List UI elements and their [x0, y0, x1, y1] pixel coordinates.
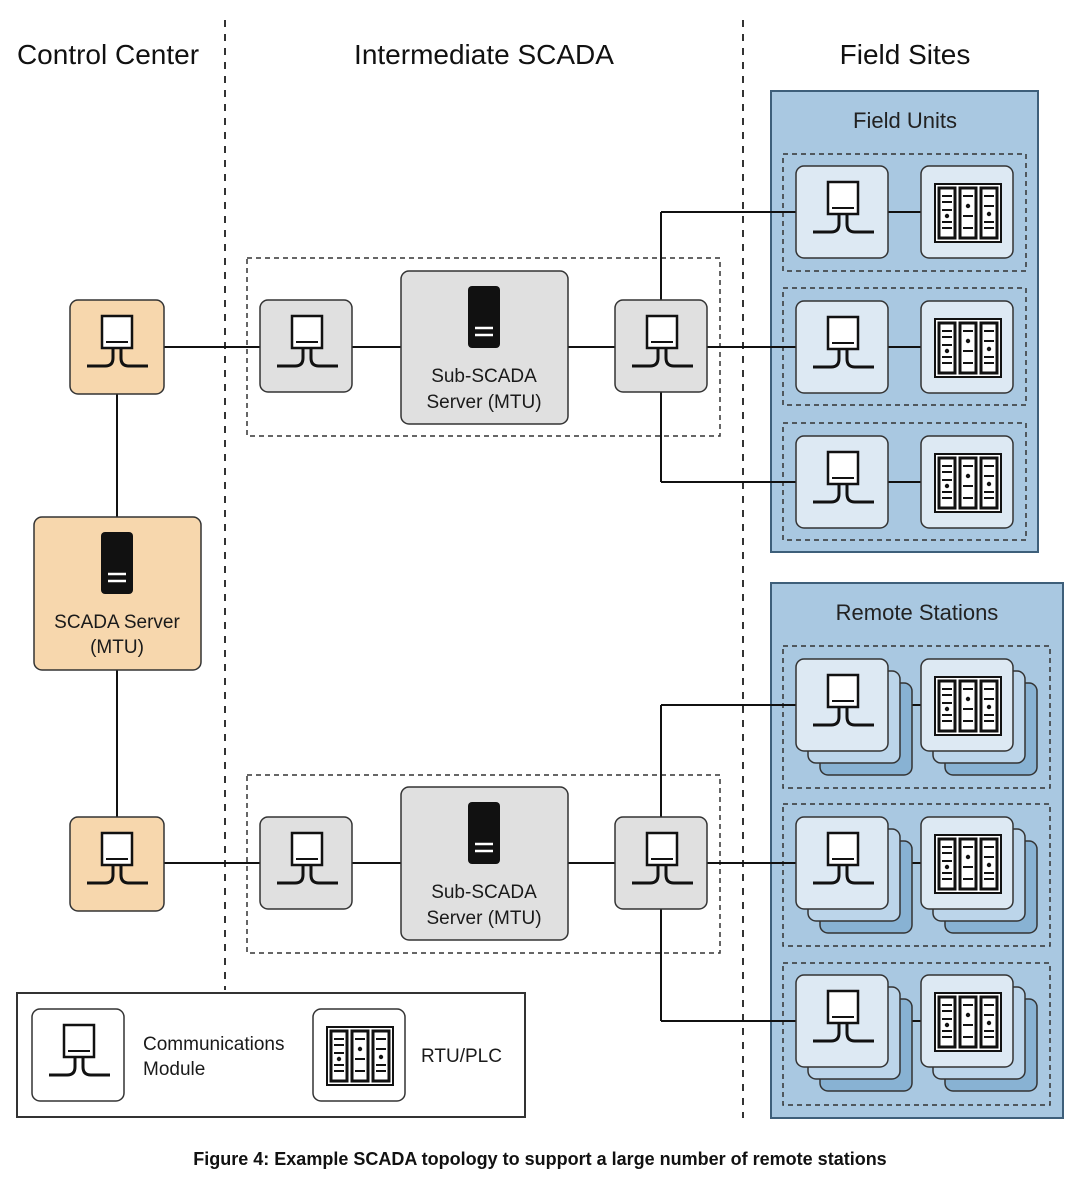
control-comm-module-bottom [69, 816, 165, 912]
field-unit-comm-module-2 [795, 300, 889, 394]
sub-scada-label-line2: Server (MTU) [426, 392, 541, 413]
remote-station-comm-stack-2 [795, 816, 913, 934]
rtu-plc-icon [933, 317, 1003, 379]
remote-stations-title: Remote Stations [836, 600, 999, 625]
field-unit-comm-module-1 [795, 165, 889, 259]
sub-scada-server-top: Sub-SCADA Server (MTU) [400, 270, 569, 425]
server-icon [99, 530, 135, 596]
intermediate-comm-module-bottom-left [259, 816, 353, 910]
scada-server-node: SCADA Server (MTU) [33, 516, 202, 671]
rtu-plc-icon [933, 182, 1003, 244]
field-unit-rtu-plc-2 [920, 300, 1014, 394]
remote-station-site-1 [782, 645, 1051, 789]
remote-station-rtu-stack-3 [920, 974, 1038, 1092]
sub-scada-server-bottom: Sub-SCADA Server (MTU) [400, 786, 569, 941]
remote-station-site-2 [782, 803, 1051, 947]
scada-server-label-line1: SCADA Server [54, 612, 180, 633]
legend-rtu-plc-swatch [312, 1008, 406, 1102]
field-unit-comm-module-3 [795, 435, 889, 529]
sub-scada-label-line2: Server (MTU) [426, 908, 541, 929]
sub-scada-label-line1: Sub-SCADA [431, 882, 537, 903]
rtu-plc-icon [933, 452, 1003, 514]
field-unit-rtu-plc-3 [920, 435, 1014, 529]
sub-scada-label-line1: Sub-SCADA [431, 366, 537, 387]
remote-station-comm-stack-3 [795, 974, 913, 1092]
legend-rtu-plc-label: RTU/PLC [421, 1046, 502, 1067]
figure-caption: Figure 4: Example SCADA topology to supp… [193, 1149, 886, 1169]
remote-station-comm-stack-1 [795, 658, 913, 776]
rtu-plc-icon [933, 833, 1003, 895]
field-unit-rtu-plc-1 [920, 165, 1014, 259]
column-header-intermediate-scada: Intermediate SCADA [354, 39, 614, 70]
rtu-plc-icon [325, 1025, 395, 1087]
remote-station-site-3 [782, 962, 1051, 1106]
column-header-field-sites: Field Sites [840, 39, 971, 70]
remote-station-rtu-stack-1 [920, 658, 1038, 776]
intermediate-comm-module-top-left [259, 299, 353, 393]
rtu-plc-icon [933, 675, 1003, 737]
legend-comm-module-label-line2: Module [143, 1059, 205, 1080]
server-icon [466, 800, 502, 866]
legend: Communications Module RTU/PLC [16, 992, 526, 1118]
control-comm-module-top [69, 299, 165, 395]
rtu-plc-icon [933, 991, 1003, 1053]
column-header-control-center: Control Center [17, 39, 199, 70]
field-units-title: Field Units [853, 108, 957, 133]
intermediate-comm-module-bottom-right [614, 816, 708, 910]
scada-server-label-line2: (MTU) [90, 637, 144, 658]
server-icon [466, 284, 502, 350]
remote-station-rtu-stack-2 [920, 816, 1038, 934]
legend-comm-module-swatch [31, 1008, 125, 1102]
legend-comm-module-label-line1: Communications [143, 1034, 285, 1055]
intermediate-comm-module-top-right [614, 299, 708, 393]
